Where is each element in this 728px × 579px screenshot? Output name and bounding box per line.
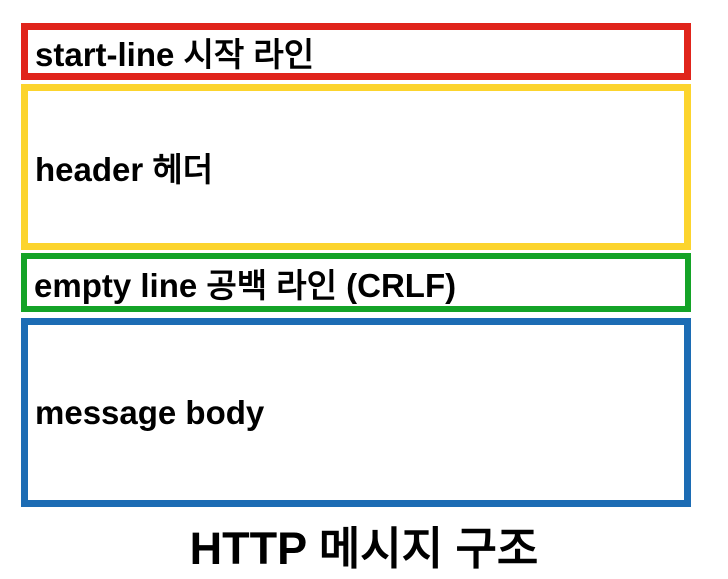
header-label: header 헤더: [35, 151, 214, 188]
empty-line-box: empty line 공백 라인 (CRLF): [21, 253, 691, 312]
message-body-box: message body: [21, 318, 691, 507]
message-body-label: message body: [35, 393, 265, 431]
start-line-label: start-line 시작 라인: [35, 35, 315, 73]
start-line-box: start-line 시작 라인: [21, 23, 691, 80]
empty-line-label: empty line 공백 라인 (CRLF): [34, 266, 457, 304]
header-box: header 헤더: [21, 84, 691, 250]
diagram-title: HTTP 메시지 구조: [189, 523, 539, 574]
